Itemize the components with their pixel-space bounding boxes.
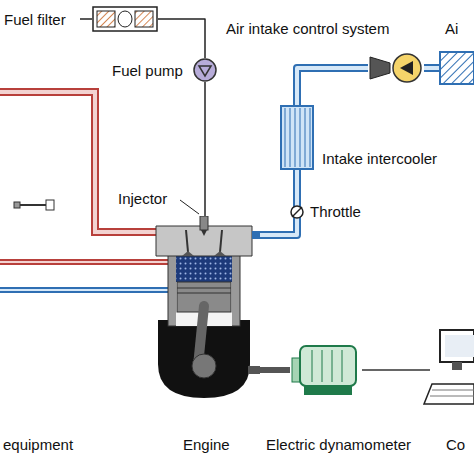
part-label: Electric dynamometer	[266, 436, 411, 454]
air-pipe-stroke	[260, 170, 297, 235]
intercooler-shape	[280, 105, 314, 170]
fuel-line-stroke	[158, 19, 205, 58]
dynamometer-shape	[290, 342, 362, 398]
part-label: Intake intercooler	[322, 150, 437, 168]
drive-shaft-stroke	[260, 367, 290, 373]
part-label: Engine	[183, 436, 230, 454]
part-label: equipment	[3, 436, 73, 454]
part-label: Co	[446, 436, 465, 454]
air-compressor-shape	[368, 52, 424, 84]
air-pipe-stroke	[297, 68, 368, 105]
fuel-line	[205, 82, 206, 216]
leader-line	[180, 200, 199, 214]
air-filter	[424, 52, 474, 84]
dynamometer: Electric dynamometer	[290, 342, 362, 398]
fuel-line	[80, 18, 92, 20]
part-label: Throttle	[310, 203, 361, 221]
fuel-pump: Fuel pump	[193, 58, 217, 82]
throttle-valve	[291, 206, 303, 218]
sensor-probe	[14, 200, 54, 210]
fuel-line-stroke	[204, 82, 206, 216]
part-label: Injector	[118, 190, 167, 208]
intercooler: Intake intercooler	[280, 105, 314, 170]
fuel-filter: Fuel filter	[92, 6, 158, 32]
fuel-filter-shape	[92, 6, 158, 32]
engine-shape	[148, 216, 260, 400]
air-pipe	[297, 68, 368, 105]
engine: Engine	[148, 216, 260, 400]
computer	[362, 330, 474, 404]
coolant-pipe	[0, 290, 168, 291]
air-pipe	[260, 170, 297, 235]
exhaust-pipe	[0, 92, 168, 262]
part-label: Fuel pump	[112, 62, 183, 80]
part-label: Air intake control system	[226, 20, 389, 38]
part-label: Ai	[445, 20, 458, 38]
air-pipe-stroke	[260, 170, 297, 235]
air-pipe-stroke	[297, 68, 368, 105]
air-compressor: Air intake control system	[368, 52, 424, 84]
drive-shaft	[260, 370, 290, 371]
fuel-pump-shape	[193, 58, 217, 82]
fuel-line	[158, 19, 205, 58]
part-label: Fuel filter	[4, 11, 66, 29]
